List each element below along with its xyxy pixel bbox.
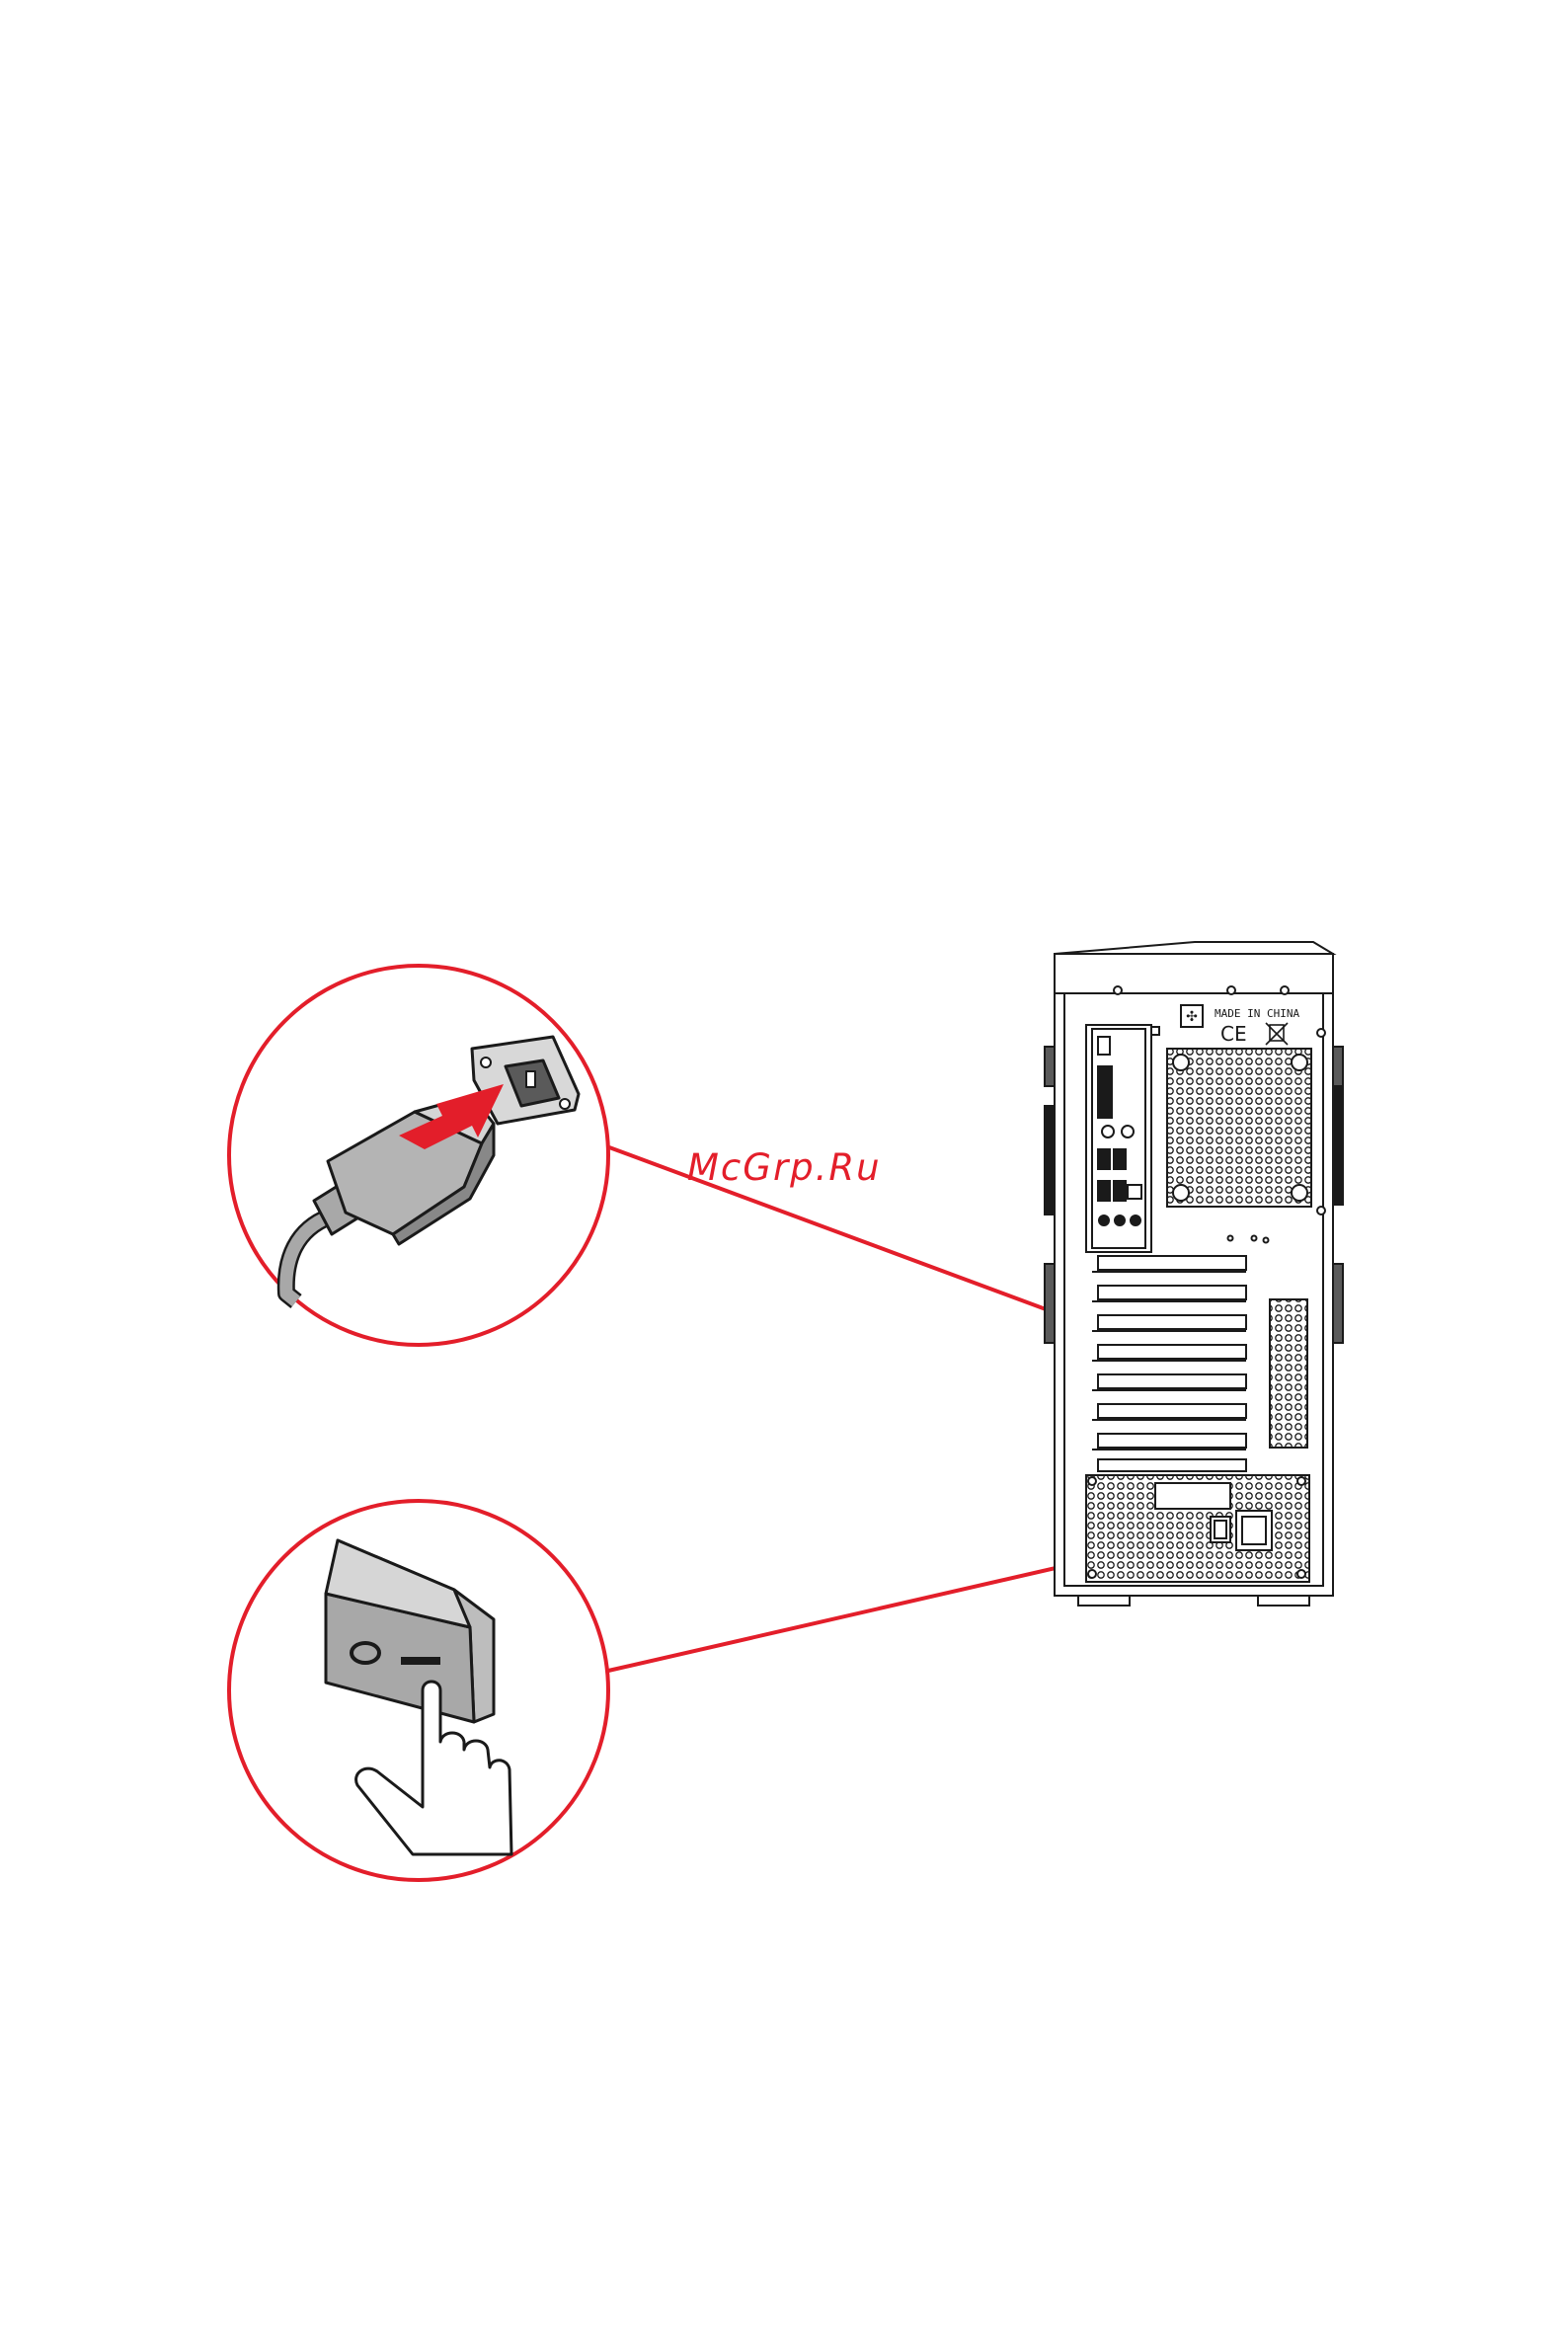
ce-mark: CE <box>1220 1022 1247 1046</box>
callout-plug-connection <box>229 966 608 1345</box>
pc-tower-rear: ✣ MADE IN CHINA CE <box>1045 942 1343 1606</box>
psu-label <box>1155 1483 1230 1509</box>
svg-text:✣: ✣ <box>1186 1009 1198 1025</box>
made-in-label: MADE IN CHINA <box>1215 1007 1299 1020</box>
switch-on-symbol <box>401 1657 440 1665</box>
callout-power-switch <box>229 1501 608 1880</box>
rear-fan-grille <box>1167 1049 1311 1207</box>
side-vent <box>1270 1299 1307 1448</box>
watermark-text: McGrp.Ru <box>687 1146 882 1189</box>
